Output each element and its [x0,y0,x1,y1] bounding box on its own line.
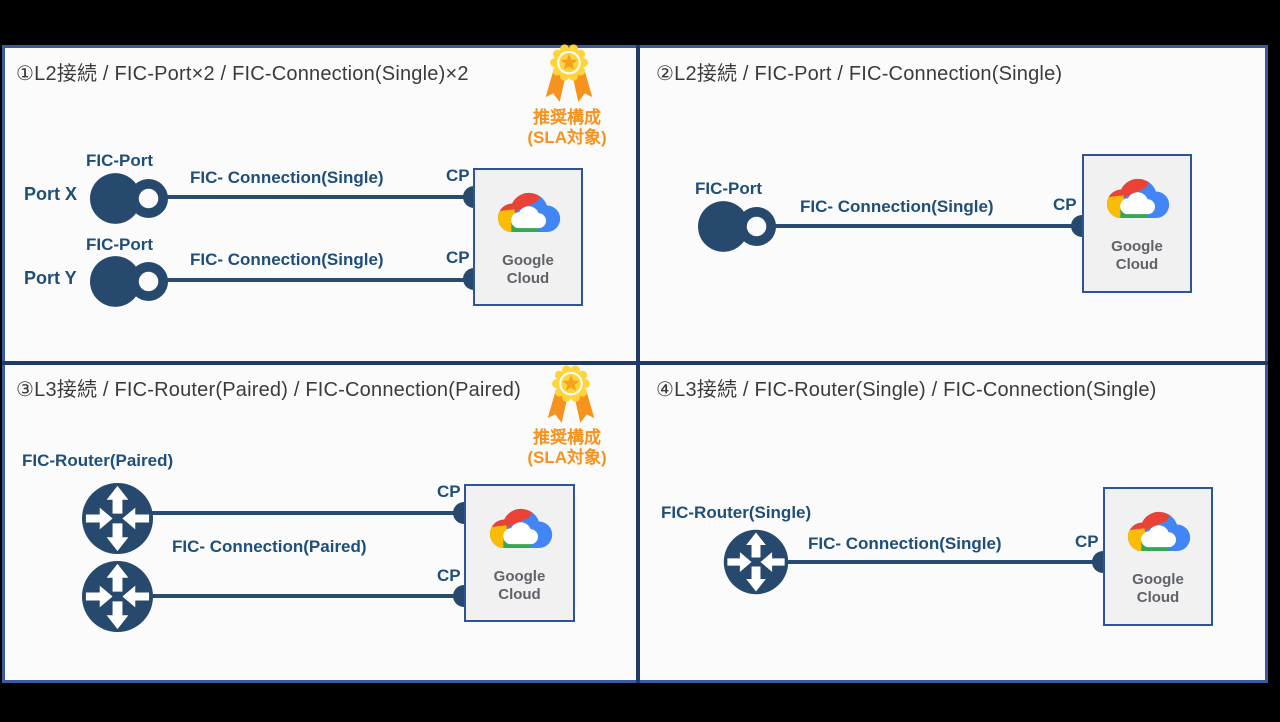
q1-row2-device-label: FIC-Port [86,235,154,254]
horizontal-divider [2,361,1268,365]
q1-row1-cp-label: CP [446,166,470,185]
q4-device-label: FIC-Router(Single) [661,503,812,522]
google-cloud-box: Google Cloud [1082,154,1192,293]
q1-row2-cp-label: CP [446,248,470,267]
fic-router-icon [723,529,789,595]
q1-title: ①L2接続 / FIC-Port×2 / FIC-Connection(Sing… [16,63,469,85]
fic-port-icon [90,256,169,307]
google-cloud-box: Google Cloud [1103,487,1213,626]
q1-row2-connection-label: FIC- Connection(Single) [190,250,384,269]
award-medal-icon [545,44,593,102]
google-cloud-label: Google Cloud [502,252,554,287]
q3-cp1-label: CP [437,482,461,501]
q3-cp2-label: CP [437,566,461,585]
q4-cp-label: CP [1075,532,1099,551]
q3-connection-label: FIC- Connection(Paired) [172,537,367,556]
connection-line [774,224,1084,228]
recommended-badge-label: 推奨構成 (SLA対象) [527,428,607,467]
q2-cp-label: CP [1053,195,1077,214]
q3-device-label: FIC-Router(Paired) [22,451,174,470]
q4-connection-label: FIC- Connection(Single) [808,534,1002,553]
q1-row1-device-label: FIC-Port [86,151,154,170]
fic-port-icon [698,201,777,252]
q2-device-label: FIC-Port [695,179,763,198]
q3-title: ③L3接続 / FIC-Router(Paired) / FIC-Connect… [16,379,521,401]
google-cloud-box: Google Cloud [464,484,575,622]
connection-line [166,195,474,199]
q1-row1-connection-label: FIC- Connection(Single) [190,168,384,187]
google-cloud-label: Google Cloud [493,568,546,603]
award-medal-icon [547,365,595,423]
google-cloud-logo-icon [497,192,561,232]
recommended-badge-label: 推奨構成 (SLA対象) [527,108,607,147]
google-cloud-logo-icon [1106,178,1170,218]
google-cloud-box: Google Cloud [473,168,583,306]
connection-line [152,594,464,598]
google-cloud-label: Google Cloud [1111,238,1163,273]
q4-title: ④L3接続 / FIC-Router(Single) / FIC-Connect… [656,379,1157,401]
fic-port-icon [90,173,169,224]
connection-line [166,278,474,282]
fic-router-icon [81,482,154,555]
google-cloud-label: Google Cloud [1132,571,1184,606]
q1-row1-port-label: Port X [24,184,78,204]
q2-title: ②L2接続 / FIC-Port / FIC-Connection(Single… [656,63,1063,85]
connection-line [152,511,464,515]
connection-line [788,560,1105,564]
google-cloud-logo-icon [1127,511,1191,551]
fic-router-icon [81,560,154,633]
q1-row2-port-label: Port Y [24,268,77,288]
q2-connection-label: FIC- Connection(Single) [800,197,994,216]
google-cloud-logo-icon [489,508,552,548]
